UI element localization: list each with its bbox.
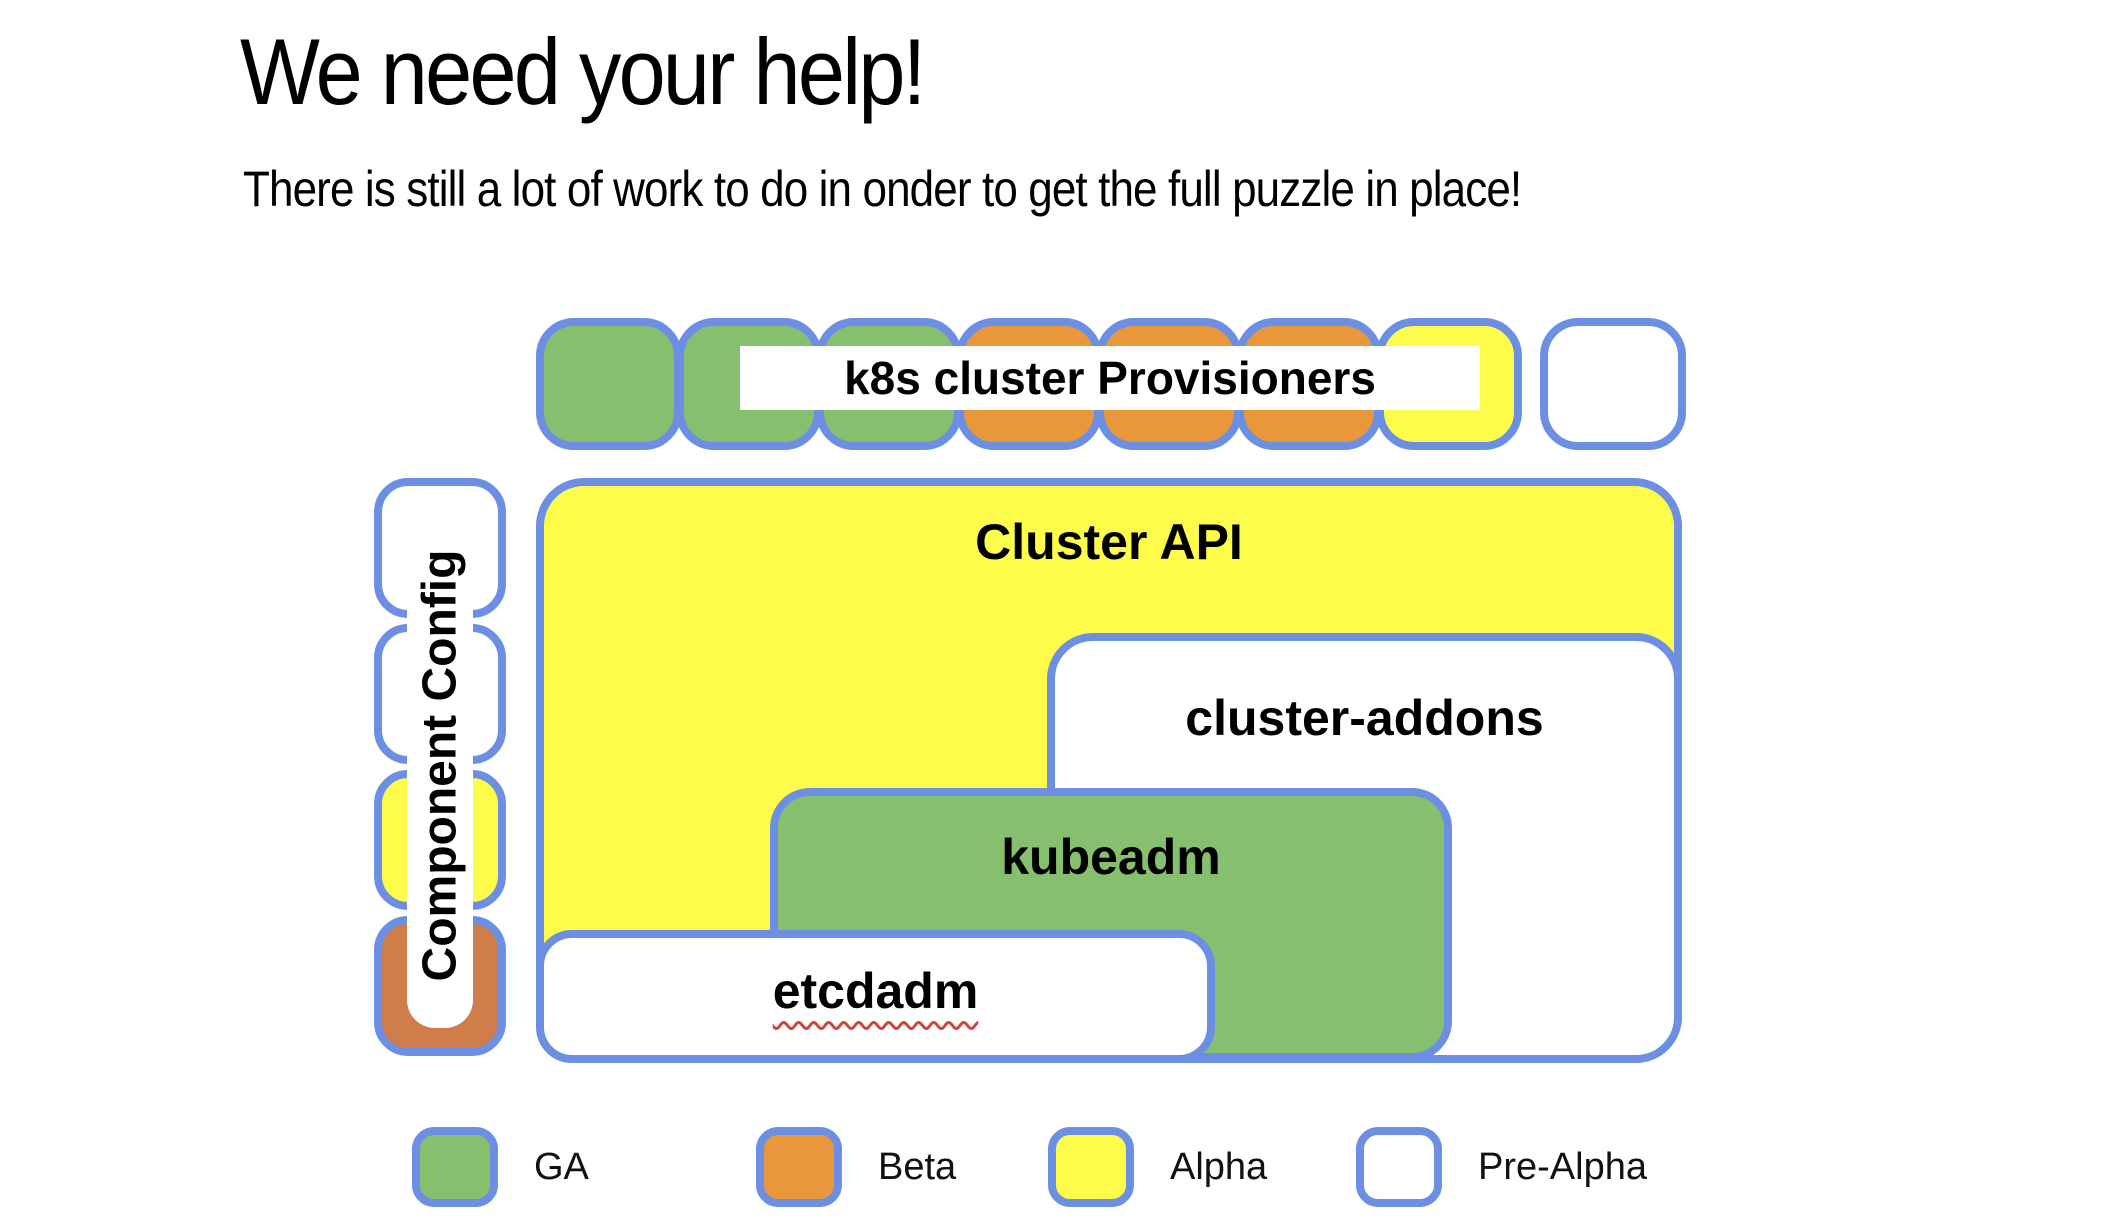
slide-subtitle: There is still a lot of work to do in on… bbox=[243, 161, 1522, 217]
legend-swatch bbox=[756, 1127, 842, 1207]
component-config-label: Component Config bbox=[407, 502, 473, 1028]
provisioners-label-text: k8s cluster Provisioners bbox=[844, 352, 1376, 404]
legend-label: Beta bbox=[878, 1145, 957, 1188]
provisioners-row: k8s cluster Provisioners bbox=[536, 318, 1696, 450]
legend-item: Beta bbox=[756, 1126, 956, 1208]
legend-swatch bbox=[1048, 1127, 1134, 1207]
block-etcdadm: etcdadm bbox=[536, 930, 1215, 1063]
block-etcdadm-label-text: etcdadm bbox=[772, 963, 979, 1019]
legend: GA Beta Alpha Pre-Alpha bbox=[0, 1126, 2126, 1212]
legend-label: GA bbox=[534, 1145, 589, 1188]
legend-swatch bbox=[412, 1127, 498, 1207]
legend-label: Alpha bbox=[1170, 1145, 1268, 1188]
legend-label: Pre-Alpha bbox=[1478, 1145, 1647, 1188]
component-config-label-text: Component Config bbox=[413, 549, 467, 981]
legend-swatch bbox=[1356, 1127, 1442, 1207]
block-cluster-addons-label: cluster-addons bbox=[1185, 690, 1544, 746]
block-etcdadm-label: etcdadm bbox=[544, 962, 1207, 1020]
provisioners-label: k8s cluster Provisioners bbox=[740, 346, 1480, 410]
puzzle-square bbox=[536, 318, 682, 450]
puzzle-square bbox=[1540, 318, 1686, 450]
legend-item: Pre-Alpha bbox=[1356, 1126, 1647, 1208]
block-cluster-api-label: Cluster API bbox=[975, 514, 1243, 570]
slide-title: We need your help! bbox=[240, 19, 926, 124]
legend-item: Alpha bbox=[1048, 1126, 1267, 1208]
legend-item: GA bbox=[412, 1126, 589, 1208]
block-kubeadm-label: kubeadm bbox=[1001, 829, 1221, 885]
